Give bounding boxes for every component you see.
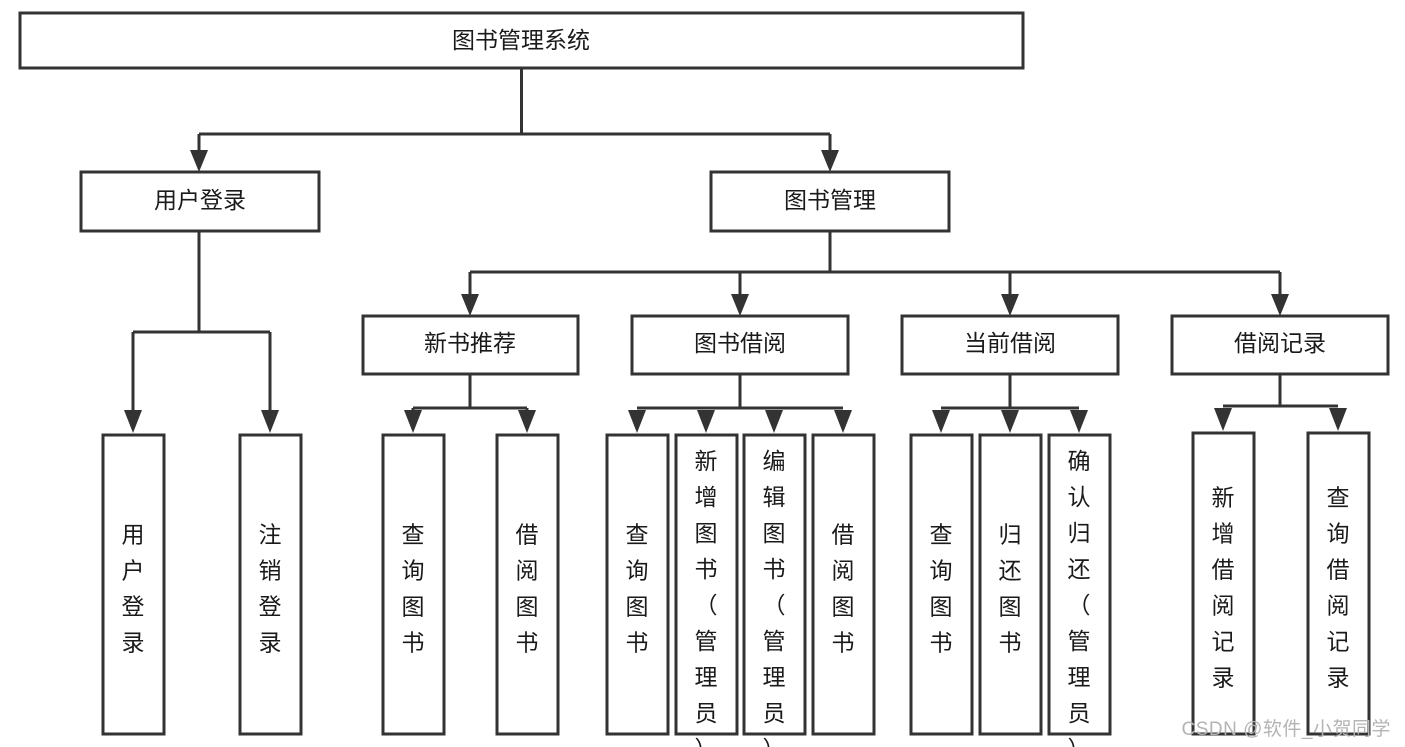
node-root-system[interactable]: 图书管理系统: [18, 11, 1025, 70]
leaf-node-br-add-record[interactable]: 新增借阅记录: [1191, 431, 1256, 736]
arrow-head-book-borrow-leaf-2: [697, 410, 715, 433]
leaf-node-cb-return-book[interactable]: 归还图书: [978, 433, 1043, 736]
node-current-borrow[interactable]: 当前借阅: [900, 314, 1120, 376]
arrow-head-new-book-leaf-2: [518, 410, 536, 433]
leaf-label-nbr-borrow-book: 借阅图书: [516, 522, 539, 656]
leaf-node-logout[interactable]: 注销登录: [238, 433, 303, 736]
leaf-box-bb-add-book[interactable]: [674, 433, 739, 736]
arrow-head-current-borrow-leaf-1: [932, 410, 950, 433]
node-book-borrow[interactable]: 图书借阅: [630, 314, 850, 376]
root-label: 图书管理系统: [452, 27, 590, 53]
arrow-head-borrow-record-leaf-1: [1214, 408, 1232, 431]
connector-layer: [124, 68, 1347, 433]
borrow-record-box[interactable]: [1170, 314, 1390, 376]
leaf-label-br-query-record: 查询借阅记录: [1327, 485, 1350, 691]
leaf-label-cb-confirm-return: 确认归还（管理员）: [1068, 448, 1091, 747]
leaf-box-logout[interactable]: [238, 433, 303, 736]
leaf-node-bb-borrow-book[interactable]: 借阅图书: [811, 433, 876, 736]
leaf-label-br-add-record: 新增借阅记录: [1212, 485, 1235, 691]
user-login-box[interactable]: [79, 170, 321, 233]
current-borrow-box[interactable]: [900, 314, 1120, 376]
arrow-head-current-borrow-leaf-3: [1070, 410, 1088, 433]
arrow-head-current-borrow-leaf-2: [1001, 410, 1019, 433]
leaf-label-bb-borrow-book: 借阅图书: [832, 522, 855, 656]
leaf-node-bb-query-book[interactable]: 查询图书: [605, 433, 670, 736]
arrow-head-book-borrow-leaf-4: [834, 410, 852, 433]
node-borrow-record[interactable]: 借阅记录: [1170, 314, 1390, 376]
node-book-manage[interactable]: 图书管理: [709, 170, 951, 233]
leaf-label-nbr-query-book: 查询图书: [402, 522, 425, 656]
arrow-head-leaf-user-login: [124, 410, 142, 433]
arrow-head-user-login: [190, 150, 208, 172]
book-manage-box[interactable]: [709, 170, 951, 233]
leaf-label-cb-return-book: 归还图书: [999, 522, 1022, 656]
leaf-label-bb-edit-book: 编辑图书（管理员）: [763, 448, 786, 747]
leaf-box-cb-return-book[interactable]: [978, 433, 1043, 736]
leaf-node-user-login[interactable]: 用户登录: [101, 433, 166, 736]
leaf-box-bb-query-book[interactable]: [605, 433, 670, 736]
borrow-record-label: 借阅记录: [1234, 330, 1326, 356]
user-login-label: 用户登录: [154, 187, 246, 213]
root-box[interactable]: [18, 11, 1025, 70]
book-borrow-box[interactable]: [630, 314, 850, 376]
leaf-node-br-query-record[interactable]: 查询借阅记录: [1306, 431, 1371, 736]
leaf-node-cb-confirm-return[interactable]: 确认归还（管理员）: [1047, 433, 1112, 747]
leaf-node-nbr-borrow-book[interactable]: 借阅图书: [495, 433, 560, 736]
book-manage-label: 图书管理: [784, 187, 876, 213]
book-borrow-label: 图书借阅: [694, 330, 786, 356]
leaf-box-cb-query-book[interactable]: [909, 433, 974, 736]
arrow-head-new-book-recommend: [461, 294, 479, 316]
leaf-label-logout: 注销登录: [259, 522, 282, 656]
leaf-label-user-login: 用户登录: [122, 522, 145, 656]
node-new-book-recommend[interactable]: 新书推荐: [361, 314, 580, 376]
new-book-recommend-label: 新书推荐: [424, 330, 516, 356]
arrow-head-book-borrow: [731, 294, 749, 316]
arrow-head-borrow-record: [1271, 294, 1289, 316]
leaf-box-bb-edit-book[interactable]: [742, 433, 807, 736]
current-borrow-label: 当前借阅: [964, 330, 1056, 356]
leaf-box-bb-borrow-book[interactable]: [811, 433, 876, 736]
arrow-head-new-book-leaf-1: [404, 410, 422, 433]
leaf-box-user-login[interactable]: [101, 433, 166, 736]
arrow-head-current-borrow: [1001, 294, 1019, 316]
new-book-recommend-box[interactable]: [361, 314, 580, 376]
leaf-node-bb-edit-book[interactable]: 编辑图书（管理员）: [742, 433, 807, 747]
arrow-head-book-manage: [821, 150, 839, 172]
leaf-box-nbr-borrow-book[interactable]: [495, 433, 560, 736]
arrow-head-book-borrow-leaf-3: [765, 410, 783, 433]
arrow-head-book-borrow-leaf-1: [628, 410, 646, 433]
leaf-box-br-add-record[interactable]: [1191, 431, 1256, 736]
leaf-label-bb-add-book: 新增图书（管理员）: [695, 448, 718, 747]
leaf-label-cb-query-book: 查询图书: [930, 522, 953, 656]
leaf-node-cb-query-book[interactable]: 查询图书: [909, 433, 974, 736]
leaf-node-nbr-query-book[interactable]: 查询图书: [381, 433, 446, 736]
leaf-box-br-query-record[interactable]: [1306, 431, 1371, 736]
arrow-head-leaf-logout: [261, 410, 279, 433]
arrow-head-borrow-record-leaf-2: [1329, 408, 1347, 431]
leaf-box-cb-confirm-return[interactable]: [1047, 433, 1112, 736]
leaf-node-bb-add-book[interactable]: 新增图书（管理员）: [674, 433, 739, 747]
leaf-box-nbr-query-book[interactable]: [381, 433, 446, 736]
node-user-login[interactable]: 用户登录: [79, 170, 321, 233]
leaf-label-bb-query-book: 查询图书: [626, 522, 649, 656]
